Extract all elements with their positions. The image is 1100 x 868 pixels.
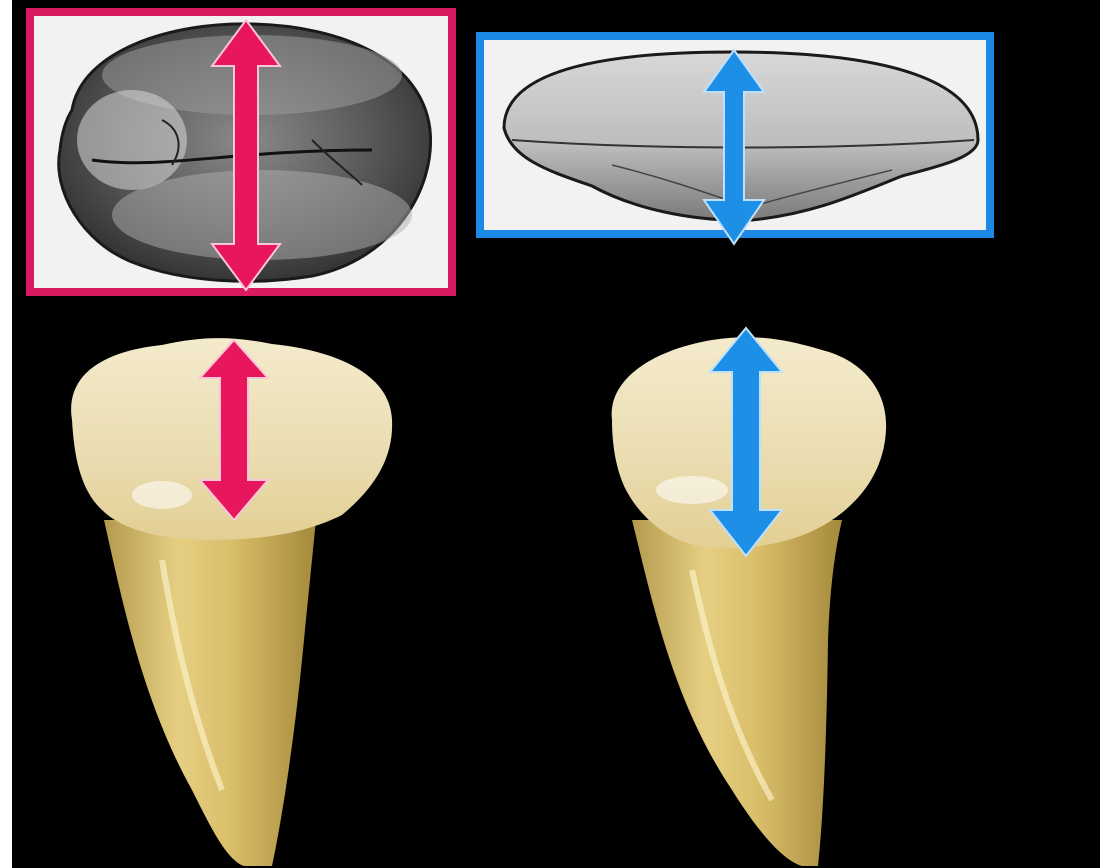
- image-canvas: [12, 0, 1100, 868]
- left-tooth-root: [104, 520, 316, 866]
- tooth-illustration: [12, 0, 1100, 868]
- right-tooth-root: [632, 520, 842, 866]
